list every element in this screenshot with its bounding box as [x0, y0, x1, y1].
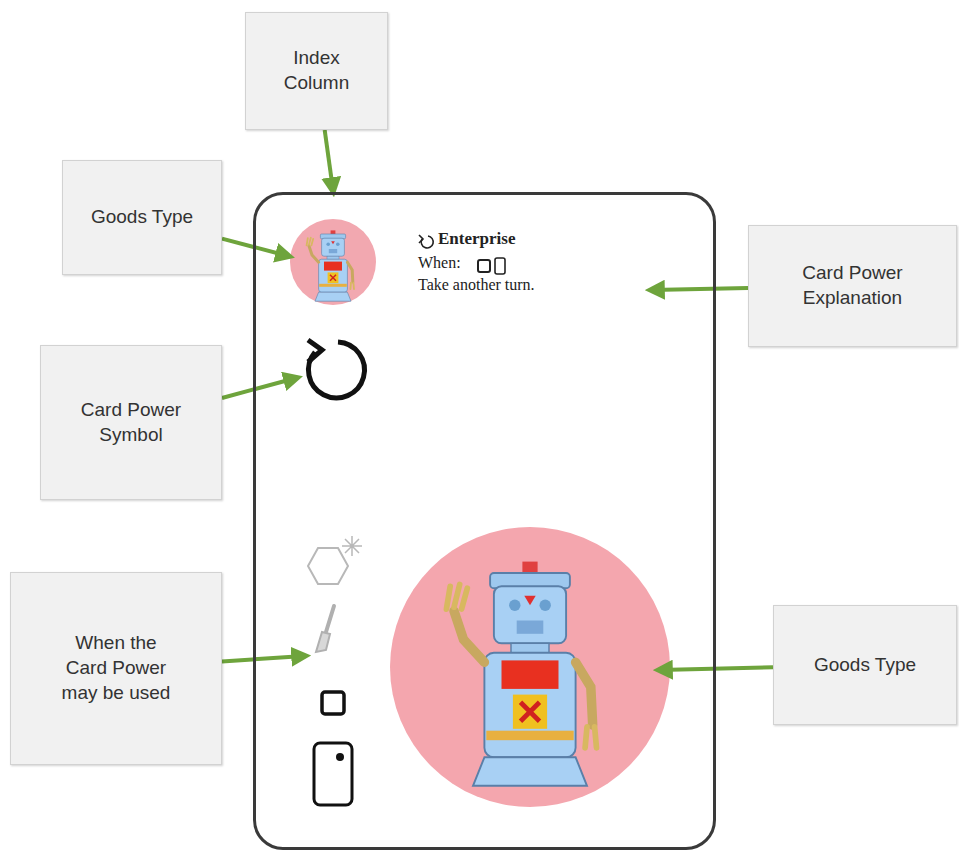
- callout-box: When the Card Power may be used: [10, 572, 222, 765]
- callout-arrow: [222, 656, 304, 661]
- tiny-square-icon: [478, 260, 490, 272]
- callout-arrow: [222, 378, 296, 398]
- phone-icon: [314, 743, 352, 805]
- callout-box: Goods Type: [62, 160, 222, 275]
- callout-box: Card Power Explanation: [748, 225, 957, 347]
- callout-box: Goods Type: [773, 605, 957, 725]
- callout-arrow: [660, 667, 773, 670]
- card-text: Enterprise: [438, 229, 515, 249]
- callout-arrow: [652, 288, 748, 290]
- callout-label: Card Power Explanation: [768, 261, 938, 310]
- callout-label: Card Power Symbol: [76, 398, 186, 447]
- tiny-phone-icon: [495, 258, 505, 274]
- square-icon: [322, 692, 344, 714]
- power-icon-small: [419, 235, 433, 248]
- callout-box: Index Column: [245, 12, 388, 130]
- game-card: EnterpriseWhen: Take another turn.: [253, 192, 716, 850]
- callout-label: Index Column: [262, 46, 372, 95]
- power-symbol: [308, 340, 364, 398]
- callout-box: Card Power Symbol: [40, 345, 222, 500]
- goods-circle-small: [290, 219, 376, 305]
- callout-label: When the Card Power may be used: [54, 631, 179, 705]
- brush-icon: [316, 606, 334, 652]
- goods-circle-large: [390, 527, 670, 807]
- callout-label: Goods Type: [814, 653, 916, 678]
- card-text: Take another turn.: [418, 275, 535, 294]
- callout-label: Goods Type: [91, 205, 193, 230]
- hex-icon: [308, 536, 362, 584]
- card-text: When:: [418, 253, 461, 272]
- callout-arrow: [325, 130, 333, 190]
